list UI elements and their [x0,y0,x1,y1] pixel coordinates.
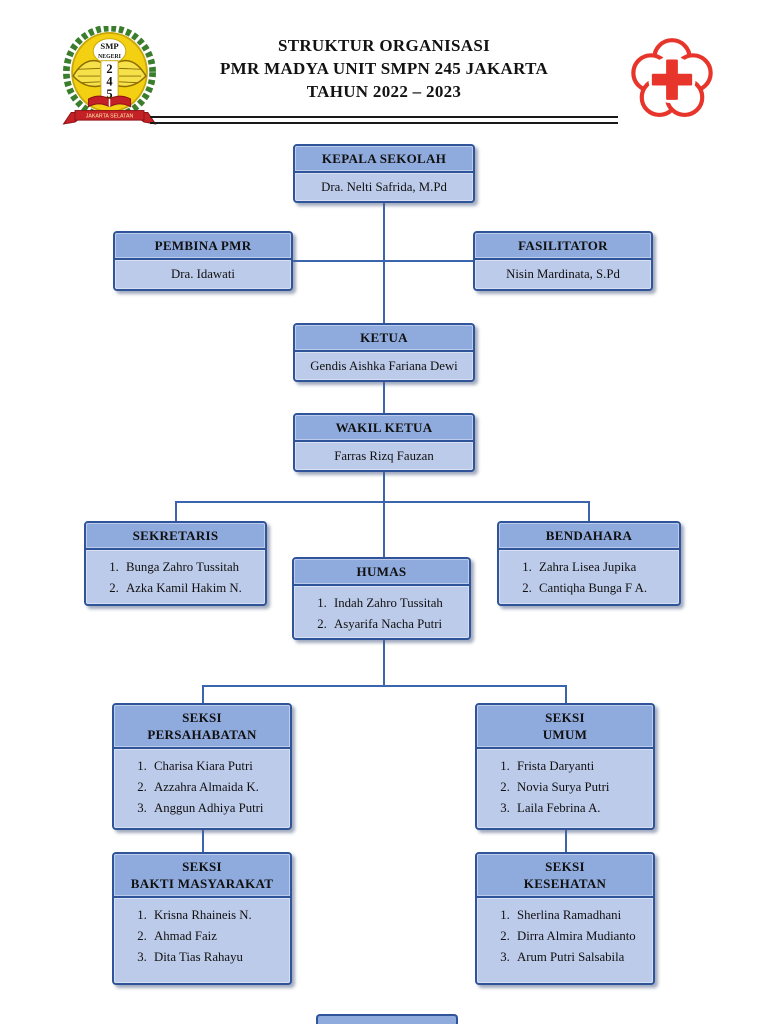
org-box-seksi-umum: SEKSI UMUM Frista Daryanti Novia Surya P… [475,703,655,830]
org-box-title: KETUA [295,325,473,352]
org-box-pembina-pmr: PEMBINA PMR Dra. Idawati [113,231,293,291]
member-item: Sherlina Ramadhani [513,905,636,926]
org-box-member-list: Krisna Rhaineis N. Ahmad Faiz Dita Tias … [114,898,290,983]
school-logo: SMP NEGERI 2 4 5 JAKARTA SELATAN [52,26,167,128]
connector-to-kesehatan [565,829,567,852]
org-box-person: Farras Rizq Fauzan [295,442,473,470]
org-box-title-line-1: SEKSI [182,859,222,874]
org-box-person: Gendis Aishka Fariana Dewi [295,352,473,380]
member-item: Indah Zahro Tussitah [330,593,443,614]
member-item: Ahmad Faiz [150,926,252,947]
member-item: Charisa Kiara Putri [150,756,264,777]
page-title-line-3: TAHUN 2022 – 2023 [306,82,462,101]
page-title-line-2: PMR MADYA UNIT SMPN 245 JAKARTA [219,59,549,78]
member-item: Bunga Zahro Tussitah [122,557,242,578]
org-box-ketua: KETUA Gendis Aishka Fariana Dewi [293,323,475,382]
org-box-member-list: Zahra Lisea Jupika Cantiqha Bunga F A. [499,550,679,604]
school-logo-ribbon-text: JAKARTA SELATAN [86,114,134,120]
connector-pembina-fasilitator [293,260,473,262]
org-box-title-line-1: SEKSI [182,710,222,725]
org-box-title-line-1: SEKSI [545,710,585,725]
org-box-member-list: Indah Zahro Tussitah Asyarifa Nacha Putr… [294,586,469,638]
org-box-member-list: Charisa Kiara Putri Azzahra Almaida K. A… [114,749,290,828]
header-divider [150,116,618,124]
page-title: STRUKTUR ORGANISASI PMR MADYA UNIT SMPN … [169,34,599,103]
org-box-title: FASILITATOR [475,233,651,260]
org-box-title-line-2: BAKTI MASYARAKAT [130,876,274,891]
org-box-seksi-bakti-masyarakat: SEKSI BAKTI MASYARAKAT Krisna Rhaineis N… [112,852,292,985]
org-box-title: SEKSI KESEHATAN [477,854,653,898]
cutoff-box-header [316,1014,458,1024]
member-item: Novia Surya Putri [513,777,609,798]
org-box-title: WAKIL KETUA [295,415,473,442]
org-box-title-line-2: KESEHATAN [523,876,607,891]
org-box-person: Dra. Nelti Safrida, M.Pd [295,173,473,201]
org-box-title: SEKRETARIS [86,523,265,550]
member-item: Arum Putri Salsabila [513,947,636,968]
member-item: Cantiqha Bunga F A. [535,578,647,599]
org-box-seksi-persahabatan: SEKSI PERSAHABATAN Charisa Kiara Putri A… [112,703,292,830]
connector-to-bakti [202,829,204,852]
member-item: Krisna Rhaineis N. [150,905,252,926]
org-box-title-line-2: PERSAHABATAN [147,727,257,742]
page-title-line-1: STRUKTUR ORGANISASI [277,36,491,55]
connector-wakil-down [383,471,385,502]
school-logo-text-negeri: NEGERI [98,54,121,60]
org-box-title: KEPALA SEKOLAH [295,146,473,173]
connector-to-umum [565,685,567,704]
member-item: Azka Kamil Hakim N. [122,578,242,599]
org-box-bendahara: BENDAHARA Zahra Lisea Jupika Cantiqha Bu… [497,521,681,606]
org-box-person: Dra. Idawati [115,260,291,289]
org-box-seksi-kesehatan: SEKSI KESEHATAN Sherlina Ramadhani Dirra… [475,852,655,985]
connector-to-persahabatan [202,685,204,704]
school-logo-digit-4: 4 [106,75,112,89]
org-box-kepala-sekolah: KEPALA SEKOLAH Dra. Nelti Safrida, M.Pd [293,144,475,203]
member-item: Zahra Lisea Jupika [535,557,647,578]
member-item: Dirra Almira Mudianto [513,926,636,947]
connector-branch-row3 [202,685,566,687]
org-box-humas: HUMAS Indah Zahro Tussitah Asyarifa Nach… [292,557,471,640]
connector-humas-down [383,639,385,686]
org-box-title: SEKSI UMUM [477,705,653,749]
member-item: Frista Daryanti [513,756,609,777]
org-box-title: SEKSI PERSAHABATAN [114,705,290,749]
org-box-title: HUMAS [294,559,469,586]
org-box-title-line-1: SEKSI [545,859,585,874]
member-item: Asyarifa Nacha Putri [330,614,443,635]
school-logo-digit-5: 5 [106,87,112,101]
member-item: Dita Tias Rahayu [150,947,252,968]
connector-to-bendahara [588,501,590,522]
org-box-person: Nisin Mardinata, S.Pd [475,260,651,289]
org-box-title: PEMBINA PMR [115,233,291,260]
connector-to-humas [383,501,385,558]
org-box-member-list: Frista Daryanti Novia Surya Putri Laila … [477,749,653,828]
member-item: Anggun Adhiya Putri [150,798,264,819]
pmi-flower-cross-icon [631,38,713,118]
org-box-wakil-ketua: WAKIL KETUA Farras Rizq Fauzan [293,413,475,472]
member-item: Laila Febrina A. [513,798,609,819]
connector-branch-row2 [175,501,590,503]
connector-ketua-to-wakil [383,381,385,414]
org-box-title: BENDAHARA [499,523,679,550]
school-logo-text-smp: SMP [100,41,119,51]
school-logo-digit-2: 2 [106,62,112,76]
org-box-sekretaris: SEKRETARIS Bunga Zahro Tussitah Azka Kam… [84,521,267,606]
org-box-title-line-2: UMUM [542,727,588,742]
org-box-title: SEKSI BAKTI MASYARAKAT [114,854,290,898]
org-box-fasilitator: FASILITATOR Nisin Mardinata, S.Pd [473,231,653,291]
connector-kepala-to-ketua [383,203,385,324]
pmi-red-cross-logo [628,36,716,120]
connector-to-sekretaris [175,501,177,522]
school-logo-emblem: SMP NEGERI 2 4 5 JAKARTA SELATAN [62,26,157,125]
member-item: Azzahra Almaida K. [150,777,264,798]
org-box-member-list: Sherlina Ramadhani Dirra Almira Mudianto… [477,898,653,983]
org-box-member-list: Bunga Zahro Tussitah Azka Kamil Hakim N. [86,550,265,604]
